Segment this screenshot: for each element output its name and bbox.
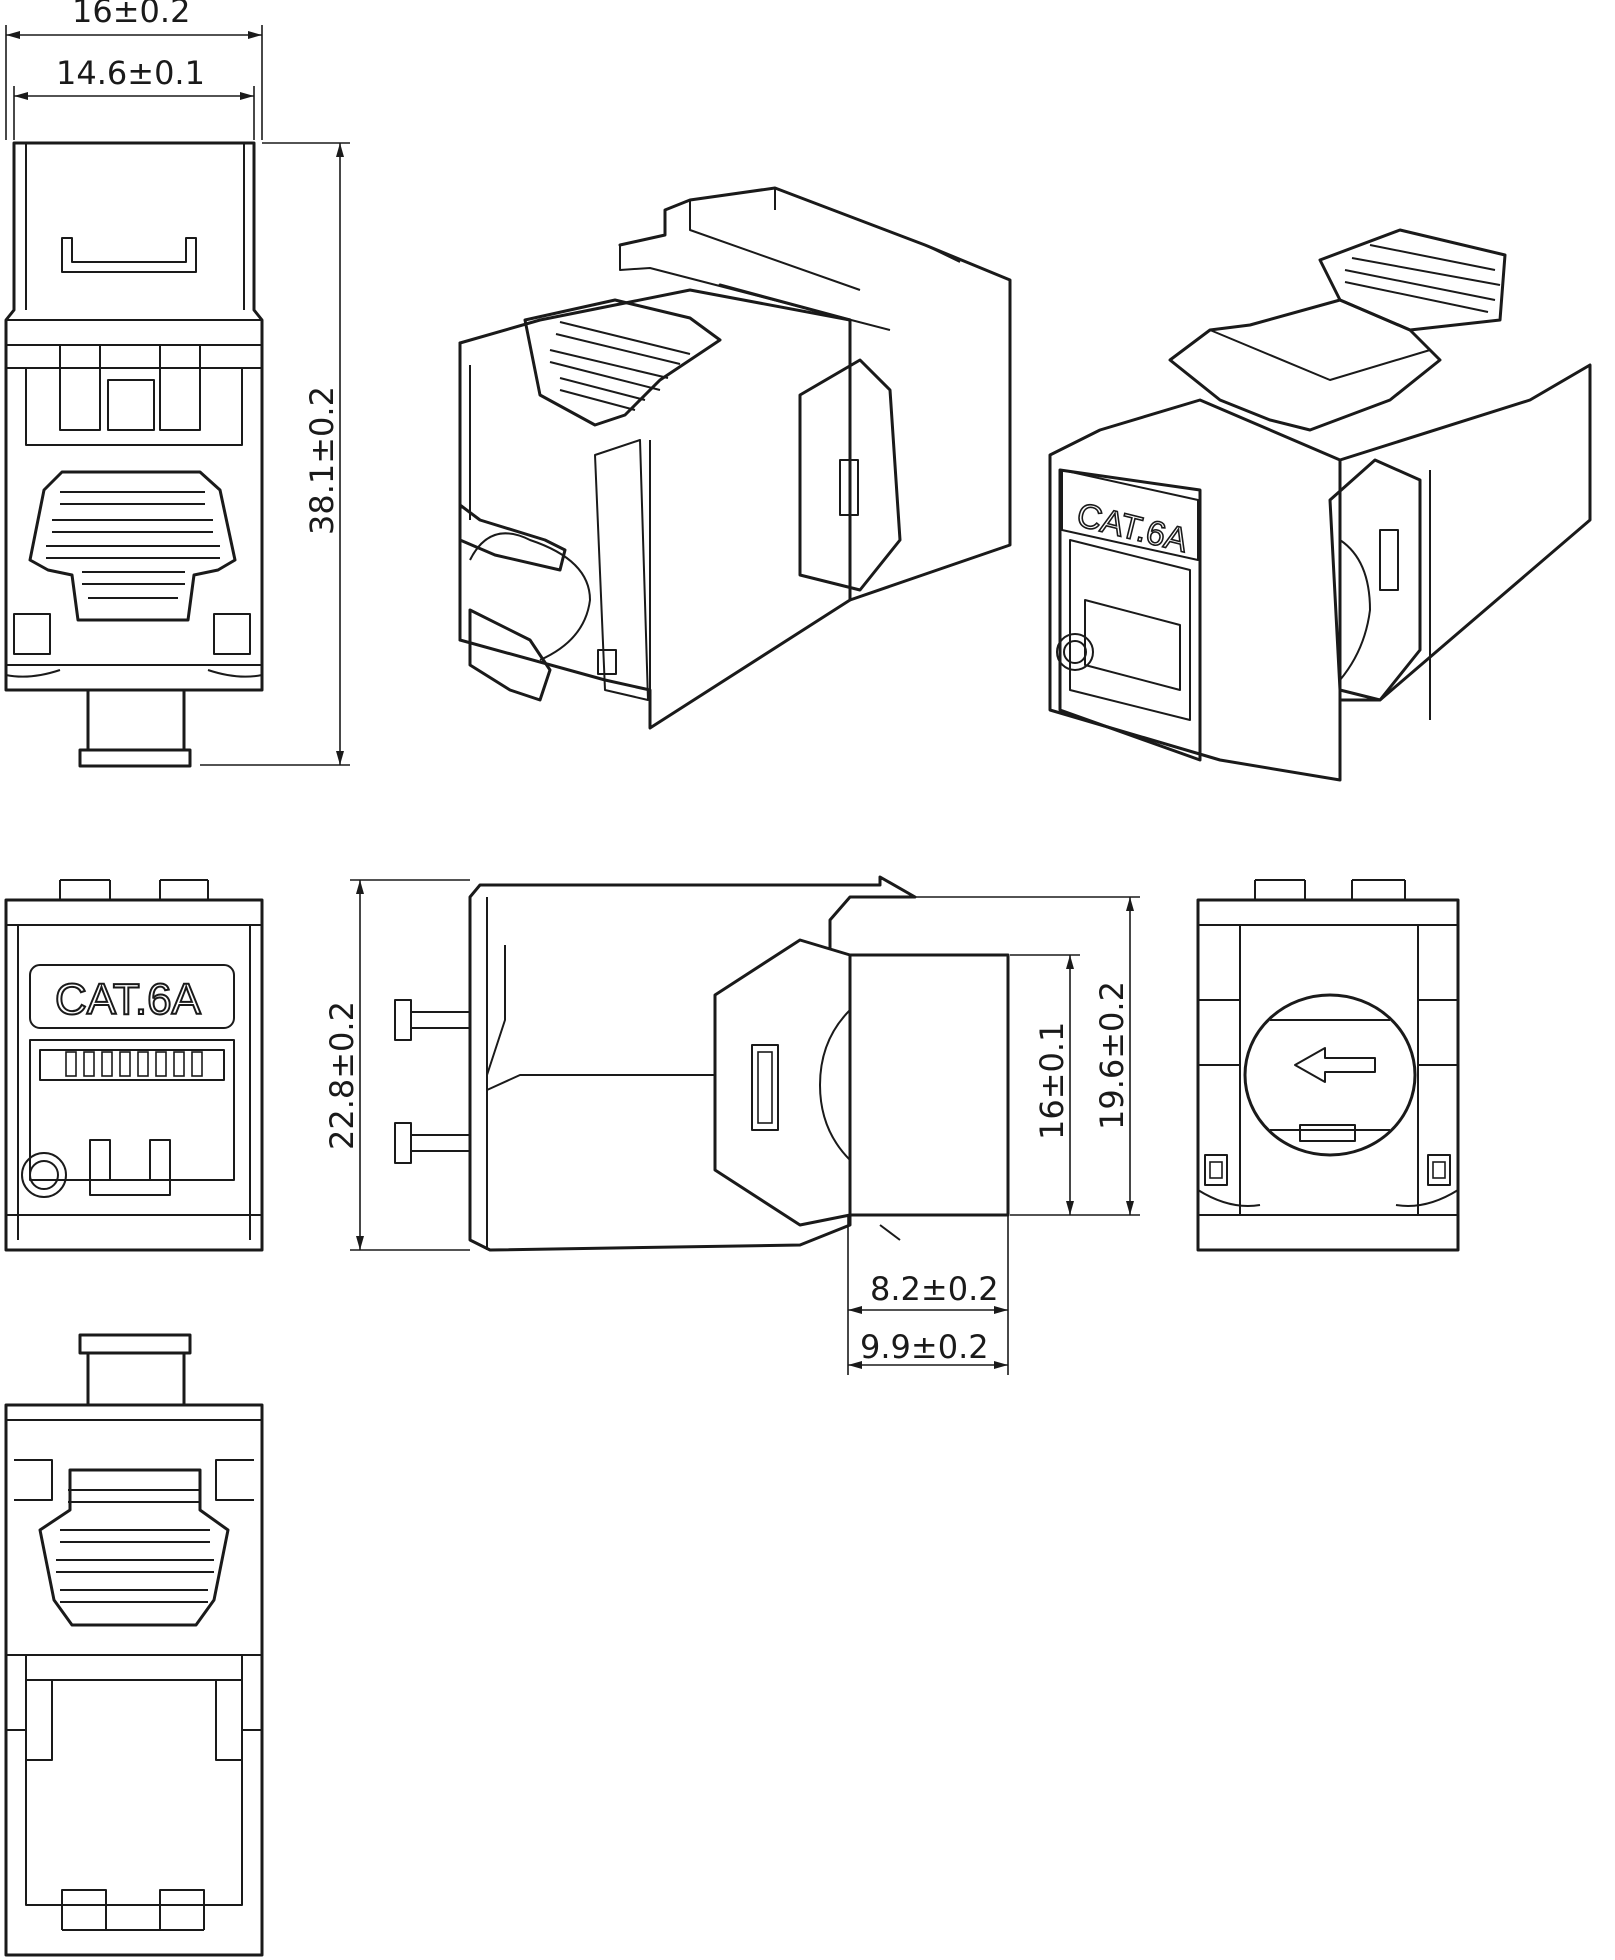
iso-cat6a-label: CAT.6A — [1073, 496, 1192, 560]
dim-label-19-6: 19.6±0.2 — [1093, 981, 1131, 1130]
dim-side-depth-outer: 9.9±0.2 — [848, 1328, 1008, 1369]
iso-view-rear — [458, 186, 1012, 730]
top-view: 16±0.2 14.6±0.1 38.1±0.2 — [4, 0, 350, 768]
dim-top-inner-width: 14.6±0.1 — [13, 54, 255, 140]
dim-side-inner-height: 16±0.1 — [1010, 954, 1080, 1216]
dim-label-22-8: 22.8±0.2 — [323, 1001, 361, 1150]
dim-top-height: 38.1±0.2 — [200, 142, 350, 766]
dim-label-16: 16±0.2 — [72, 0, 190, 30]
dim-label-8-2: 8.2±0.2 — [870, 1270, 999, 1308]
front-view: CAT.6A — [4, 879, 264, 1252]
front-cat6a-label: CAT.6A — [55, 975, 202, 1024]
dim-label-14-6: 14.6±0.1 — [56, 54, 205, 92]
arrow-left-icon — [1294, 1047, 1376, 1083]
dim-label-38-1: 38.1±0.2 — [303, 386, 341, 535]
iso-view-front: CAT.6A — [1048, 228, 1592, 782]
dim-top-overall-width: 16±0.2 — [5, 0, 263, 140]
dim-label-9-9: 9.9±0.2 — [860, 1328, 989, 1366]
dim-label-16-1: 16±0.1 — [1033, 1022, 1071, 1140]
rear-view — [1196, 879, 1460, 1252]
rj45-pins — [65, 1051, 203, 1077]
dim-side-height: 22.8±0.2 — [323, 879, 470, 1251]
dim-side-outer-height: 19.6±0.2 — [900, 896, 1140, 1216]
bottom-view — [4, 1333, 264, 1957]
side-view: 22.8±0.2 16±0.1 19.6±0.2 8.2±0.2 — [323, 875, 1140, 1375]
dim-side-depth-inner: 8.2±0.2 — [847, 1215, 1009, 1375]
